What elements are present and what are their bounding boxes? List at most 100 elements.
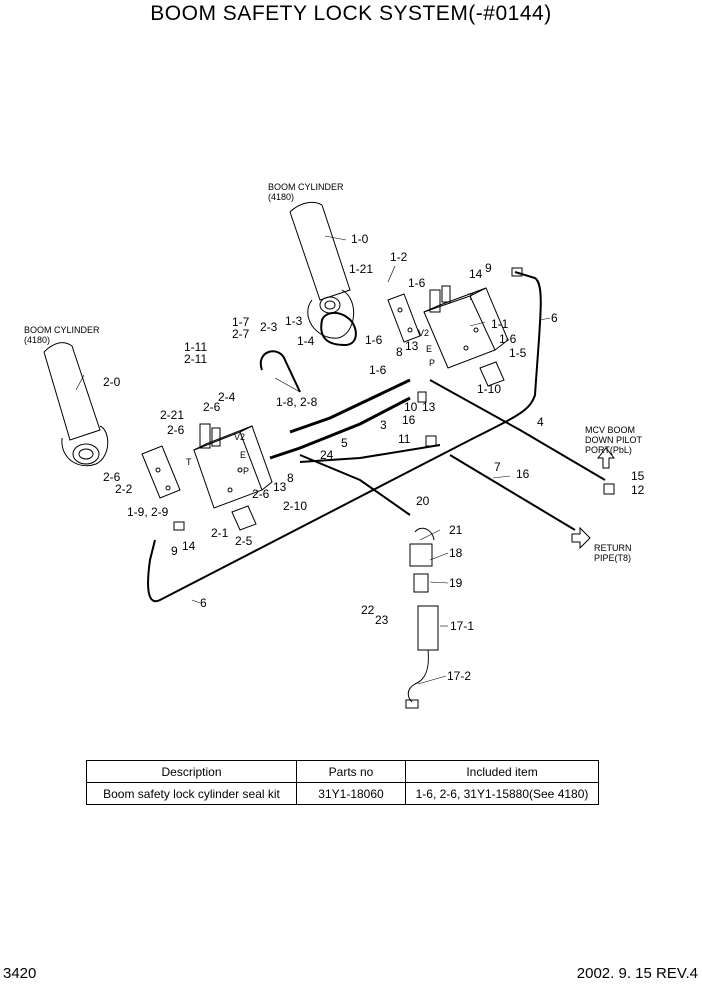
part-label: 1-6 (369, 363, 387, 377)
port-t-right: T (468, 292, 474, 302)
safety-valve-left (193, 423, 273, 509)
revision-date: 2002. 9. 15 REV.4 (576, 965, 698, 982)
part-label: 19 (449, 576, 463, 590)
callout-mcv-3: PORT(PbL) (585, 445, 632, 455)
callout-return-2: PIPE(T8) (594, 553, 631, 563)
part-label: 1-6 (365, 333, 383, 347)
part-label: 20 (416, 494, 430, 508)
callout-boom-cylinder-right-ref: (4180) (268, 192, 294, 202)
part-label: 2-6 (103, 470, 121, 484)
hose-20 (299, 454, 411, 516)
safety-valve-right (423, 285, 509, 369)
part-label: 9 (485, 261, 492, 275)
part-label: 2-5 (235, 534, 253, 548)
fittings (173, 267, 615, 531)
valve-plate-2-5 (231, 505, 257, 531)
port-t-left: T (186, 457, 192, 467)
port-v2-left: V2 (234, 432, 245, 442)
callout-mcv-2: DOWN PILOT (585, 435, 643, 445)
part-label: 2-6 (203, 400, 221, 414)
part-label: 2-6 (167, 423, 185, 437)
page-number: 3420 (3, 965, 37, 982)
pressure-switch-assembly (405, 527, 439, 709)
arrow-right-icon (571, 526, 591, 550)
part-label: 17-2 (447, 669, 471, 683)
table-cell: 31Y1-18060 (296, 782, 406, 805)
port-p-left: P (243, 466, 249, 476)
boom-cylinder-left (43, 342, 109, 467)
part-label: 2-3 (260, 320, 278, 334)
hose-24 (299, 444, 441, 463)
pipe-1-3 (320, 312, 357, 347)
part-label: 5 (341, 436, 348, 450)
part-label: 2-0 (103, 375, 121, 389)
part-label: 13 (405, 339, 419, 353)
hose-3 (289, 378, 411, 434)
table-header: Included item (405, 760, 599, 783)
port-v2-right: V2 (418, 328, 429, 338)
part-label: 15 (631, 469, 645, 483)
hose-7 (449, 454, 576, 531)
part-label: 2-6 (252, 487, 270, 501)
part-label: 1-8, 2-8 (276, 395, 318, 409)
part-label: 22 (361, 603, 375, 617)
part-label: 14 (469, 267, 483, 281)
pipe-6 (147, 271, 542, 603)
seal-kit-table: Description Parts no Included item Boom … (86, 760, 599, 805)
part-label: 2-1 (211, 526, 229, 540)
page-title: BOOM SAFETY LOCK SYSTEM(-#0144) (150, 2, 552, 25)
valve-plate-1-2 (387, 293, 421, 343)
table-cell: 1-6, 2-6, 31Y1-15880(See 4180) (405, 782, 599, 805)
part-label: 4 (537, 415, 544, 429)
part-label: 1-11 (184, 340, 207, 354)
part-label: 2-11 (184, 352, 207, 366)
part-label: 1-6 (499, 332, 517, 346)
boom-cylinder-right (289, 201, 355, 339)
part-label: 12 (631, 483, 645, 497)
part-label: 1-9, 2-9 (127, 505, 169, 519)
part-label: 2-7 (232, 327, 250, 341)
part-label: 1-5 (509, 346, 527, 360)
hose-4 (429, 379, 606, 481)
part-label: 18 (449, 546, 463, 560)
part-label: 6 (551, 311, 558, 325)
part-label: 2-4 (218, 390, 236, 404)
table-header-row: Description Parts no Included item (86, 760, 599, 783)
part-label: 13 (422, 400, 436, 414)
part-label: 24 (320, 448, 334, 462)
port-e-right: E (426, 344, 432, 354)
table-header: Parts no (296, 760, 406, 783)
part-labels: 1-0 1-21 1-2 14 9 1-6 6 1-3 1-1 1-6 1-4 … (103, 232, 645, 683)
part-label: 2-10 (283, 499, 307, 513)
leader-lines (75, 235, 551, 685)
part-label: 8 (287, 471, 294, 485)
table-header: Description (86, 760, 297, 783)
callout-return-1: RETURN (594, 543, 632, 553)
part-label: 1-0 (351, 232, 369, 246)
part-label: 1-2 (390, 250, 408, 264)
callout-boom-cylinder-left-ref: (4180) (24, 335, 50, 345)
part-label: 10 (404, 400, 418, 414)
arrow-up-icon (596, 447, 616, 469)
part-label: 1-3 (285, 314, 303, 328)
callout-boom-cylinder-right: BOOM CYLINDER (268, 182, 344, 192)
part-label: 21 (449, 523, 463, 537)
part-label: 14 (182, 539, 196, 553)
table-row: Boom safety lock cylinder seal kit 31Y1-… (86, 782, 599, 805)
hose-5 (269, 396, 411, 460)
part-label: 23 (375, 613, 389, 627)
part-label: 6 (200, 596, 207, 610)
part-label: 2-21 (160, 408, 184, 422)
pipe-2-3 (259, 350, 301, 393)
table-cell: Boom safety lock cylinder seal kit (86, 782, 297, 805)
part-label: 1-7 (232, 315, 250, 329)
part-label: 2-2 (115, 482, 133, 496)
valve-plate-2-2 (141, 445, 181, 499)
part-label: 13 (273, 480, 287, 494)
part-label: 1-4 (297, 334, 315, 348)
part-label: 1-1 (491, 317, 509, 331)
part-label: 1-21 (349, 262, 373, 276)
part-label: 7 (494, 460, 501, 474)
part-label: 9 (171, 544, 178, 558)
